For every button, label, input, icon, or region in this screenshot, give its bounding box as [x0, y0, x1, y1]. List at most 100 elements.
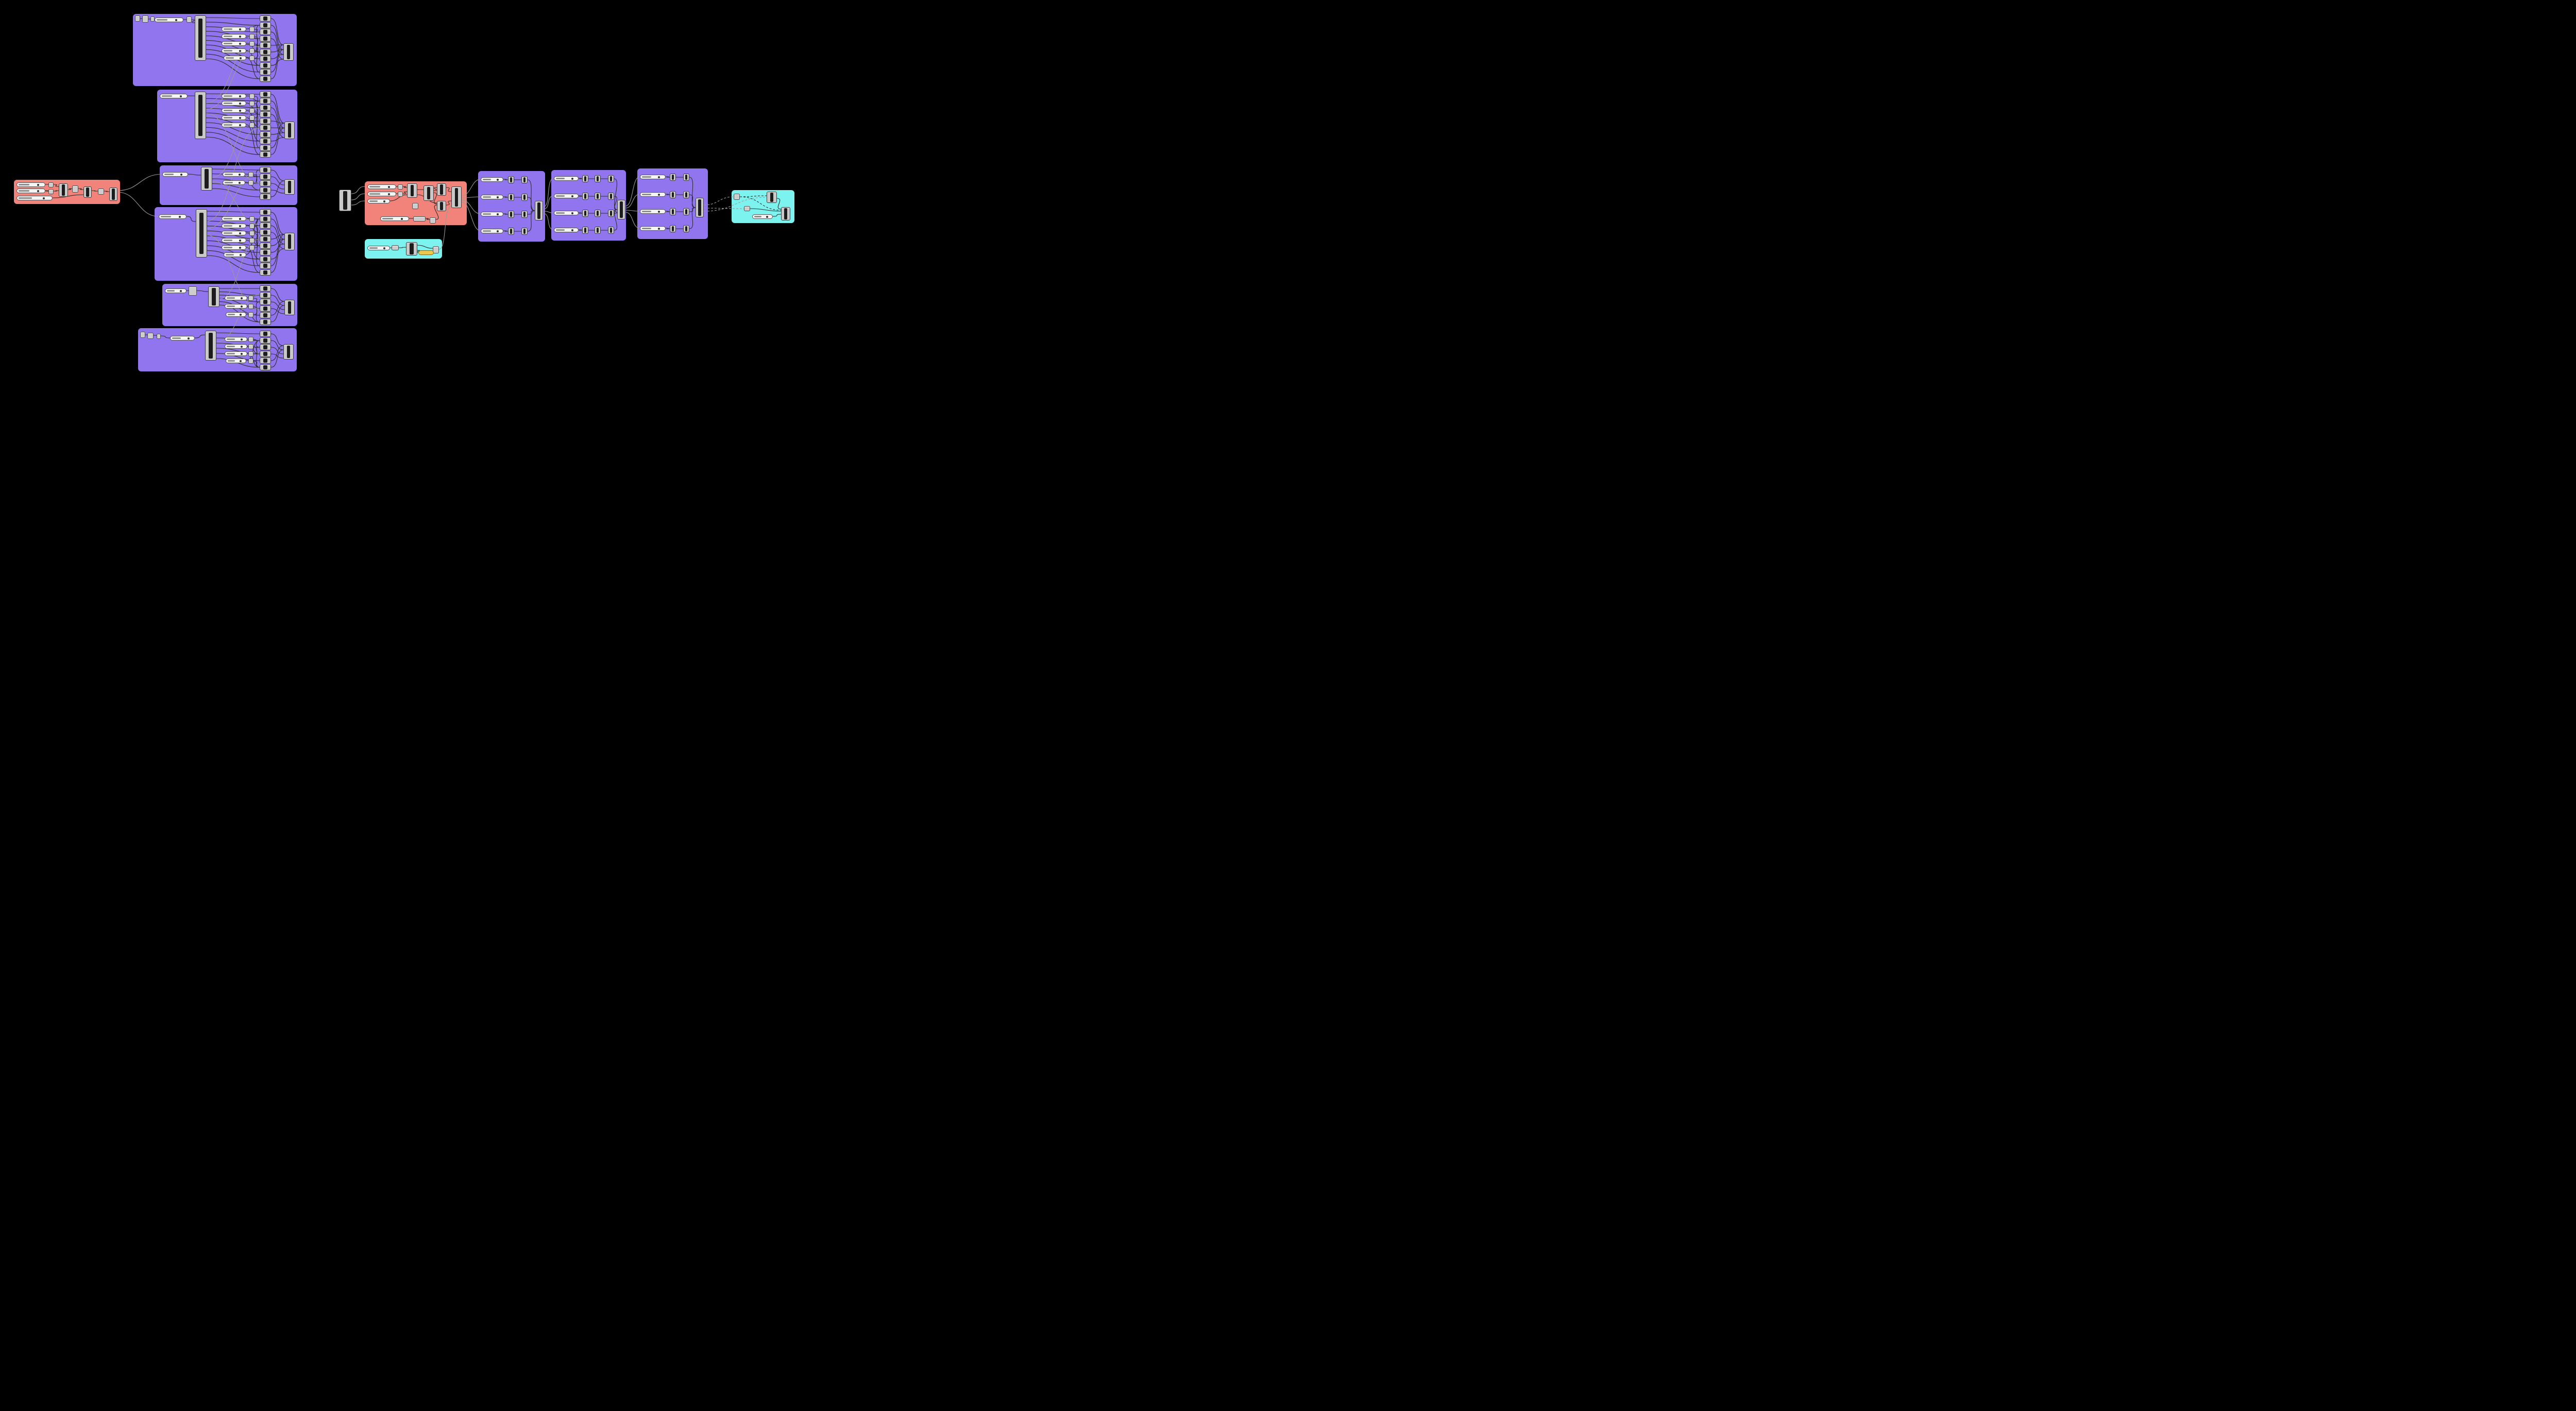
gh-param[interactable] — [142, 15, 148, 23]
gh-component[interactable] — [781, 207, 790, 220]
gh-slider[interactable] — [16, 189, 45, 193]
gh-component[interactable] — [83, 186, 92, 198]
slider-knob[interactable] — [571, 229, 573, 231]
slider-knob[interactable] — [238, 173, 241, 176]
gh-param[interactable] — [140, 332, 145, 338]
gh-slider[interactable] — [225, 337, 247, 342]
gh-component-small[interactable] — [260, 269, 271, 276]
gh-component-small[interactable] — [260, 209, 271, 215]
gh-component-small[interactable] — [260, 337, 271, 344]
gh-component-small[interactable] — [670, 225, 676, 232]
gh-slider[interactable] — [640, 175, 666, 179]
gh-param[interactable] — [189, 286, 197, 296]
gh-component-small[interactable] — [260, 249, 271, 256]
gh-slider[interactable] — [380, 216, 409, 221]
gh-main-component[interactable] — [59, 183, 68, 197]
gh-component-small[interactable] — [260, 305, 271, 312]
gh-slider[interactable] — [554, 211, 579, 215]
gh-component-small[interactable] — [521, 211, 528, 218]
gh-output-component[interactable] — [284, 233, 295, 250]
gh-main-component[interactable] — [196, 209, 207, 258]
gh-component-small[interactable] — [670, 174, 676, 181]
gh-component-small[interactable] — [260, 118, 271, 124]
slider-knob[interactable] — [239, 239, 241, 242]
gh-component-small[interactable] — [521, 194, 528, 201]
slider-knob[interactable] — [180, 290, 182, 292]
gh-component-small[interactable] — [683, 208, 689, 215]
gh-component-small[interactable] — [582, 210, 588, 217]
slider-knob[interactable] — [658, 210, 660, 213]
gh-param[interactable] — [248, 344, 253, 349]
slider-knob[interactable] — [240, 305, 243, 308]
gh-slider[interactable] — [165, 288, 187, 293]
gh-component-small[interactable] — [260, 131, 271, 138]
gh-slider[interactable] — [554, 228, 579, 232]
gh-component-small[interactable] — [608, 175, 614, 182]
slider-knob[interactable] — [239, 217, 241, 220]
gh-param[interactable] — [398, 192, 403, 197]
gh-component-small[interactable] — [260, 187, 271, 193]
slider-knob[interactable] — [496, 213, 499, 215]
slider-knob[interactable] — [401, 217, 403, 220]
gh-main-component[interactable] — [208, 286, 219, 307]
slider-knob[interactable] — [239, 28, 241, 30]
gh-slider[interactable] — [225, 344, 247, 349]
gh-component-small[interactable] — [260, 174, 271, 180]
slider-knob[interactable] — [383, 200, 385, 202]
gh-slider[interactable] — [223, 172, 245, 177]
gh-output-component[interactable] — [283, 43, 294, 61]
purple-group-6[interactable] — [138, 328, 297, 371]
gh-slider[interactable] — [159, 214, 187, 219]
gh-slider[interactable] — [222, 224, 246, 228]
gh-param[interactable] — [150, 16, 155, 22]
purple-group-1[interactable] — [133, 14, 297, 86]
gh-component[interactable] — [437, 183, 446, 196]
gh-value-pill[interactable] — [418, 250, 434, 255]
gh-slider[interactable] — [226, 312, 246, 317]
gh-param[interactable] — [248, 296, 253, 301]
slider-knob[interactable] — [238, 181, 241, 184]
gh-component-small[interactable] — [260, 76, 271, 82]
gh-slider[interactable] — [481, 195, 503, 199]
gh-component-small[interactable] — [260, 91, 271, 97]
gh-component-small[interactable] — [595, 210, 601, 217]
gh-slider[interactable] — [367, 192, 396, 196]
slider-knob[interactable] — [178, 215, 181, 218]
gh-slider[interactable] — [481, 229, 503, 233]
gh-component-small[interactable] — [260, 56, 271, 62]
slider-knob[interactable] — [43, 197, 45, 199]
slider-knob[interactable] — [240, 360, 242, 362]
gh-component-small[interactable] — [670, 191, 676, 198]
slider-knob[interactable] — [239, 225, 241, 227]
gh-param[interactable] — [249, 123, 255, 128]
gh-slider[interactable] — [367, 184, 396, 189]
gh-slider[interactable] — [225, 304, 247, 309]
gh-component-small[interactable] — [683, 174, 689, 181]
gh-component-small[interactable] — [260, 358, 271, 364]
gh-slider[interactable] — [222, 101, 246, 106]
gh-param[interactable] — [249, 245, 255, 250]
gh-param[interactable] — [248, 351, 253, 356]
gh-param[interactable] — [249, 115, 255, 121]
gh-slider[interactable] — [155, 18, 183, 22]
gh-component-small[interactable] — [582, 193, 588, 200]
gh-slider[interactable] — [222, 238, 246, 243]
gh-param[interactable] — [248, 172, 253, 177]
gh-slider[interactable] — [222, 94, 246, 98]
gh-component-small[interactable] — [260, 98, 271, 104]
gh-param[interactable] — [249, 101, 255, 106]
gh-param[interactable] — [249, 48, 255, 54]
gh-float-component[interactable] — [339, 190, 351, 211]
slider-knob[interactable] — [571, 195, 573, 197]
slider-knob[interactable] — [179, 95, 182, 97]
gh-slider[interactable] — [367, 246, 390, 250]
gh-component-small[interactable] — [260, 285, 271, 292]
gh-slider[interactable] — [222, 41, 246, 46]
gh-output-component[interactable] — [535, 201, 543, 220]
gh-slider[interactable] — [222, 123, 246, 127]
slider-knob[interactable] — [383, 247, 385, 249]
gh-slider[interactable] — [554, 194, 579, 198]
gh-component-small[interactable] — [260, 236, 271, 242]
gh-component-small[interactable] — [260, 36, 271, 42]
gh-slider[interactable] — [223, 180, 245, 185]
